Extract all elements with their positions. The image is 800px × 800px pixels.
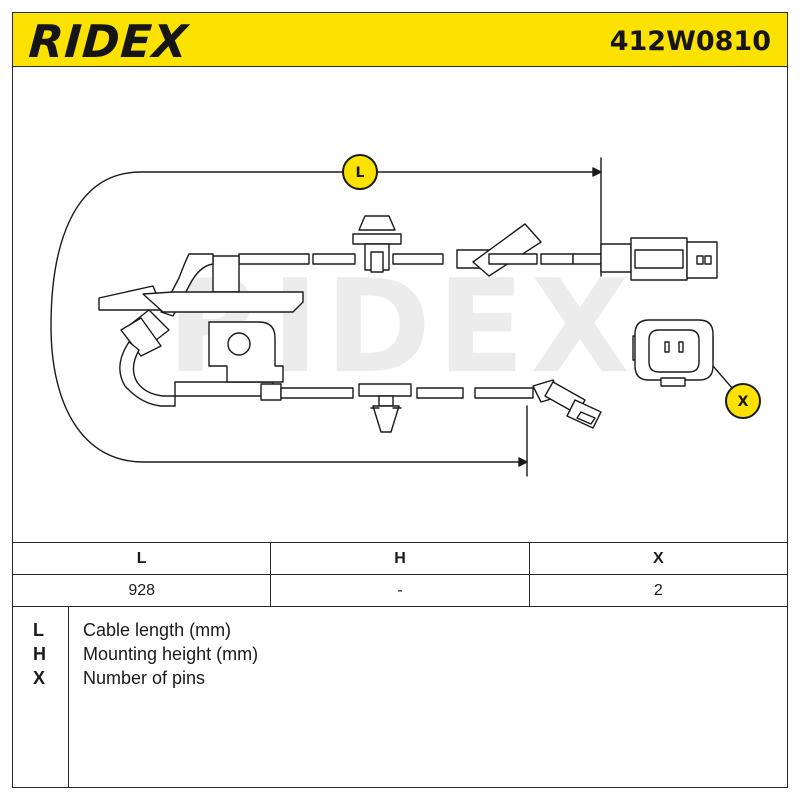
cable-segment	[312, 253, 356, 265]
sensor-head	[532, 379, 602, 429]
legend-item: H Mounting height (mm)	[13, 644, 787, 668]
arrowhead	[592, 167, 602, 177]
cable-segment	[174, 381, 274, 397]
sensor-bracket	[98, 253, 304, 357]
legend-item: X Number of pins	[13, 668, 787, 692]
cable-segment	[474, 387, 534, 399]
table-row: 928 - 2	[11, 574, 789, 607]
value-height: -	[270, 574, 530, 607]
part-number: 412W0810	[609, 26, 771, 57]
mounting-bracket	[208, 321, 284, 401]
cable-clip-upper	[352, 215, 402, 273]
connector-end-view	[632, 319, 714, 387]
table-header-h: H	[270, 542, 530, 575]
technical-drawing: RIDEX	[12, 66, 788, 543]
table-header-x: X	[528, 542, 789, 575]
cable-segment	[572, 253, 602, 265]
pins-x-badge: X	[725, 383, 761, 419]
cable-segment	[416, 387, 464, 399]
brand-logo: RIDEX	[27, 15, 191, 68]
legend-description: Mounting height (mm)	[83, 644, 259, 664]
legend-key: H	[33, 644, 46, 664]
value-pins: 2	[528, 574, 789, 607]
badge-l-label: L	[356, 165, 365, 181]
cable-segment	[238, 253, 310, 265]
badge-x-label: X	[738, 394, 749, 410]
cable-segment	[280, 387, 354, 399]
legend-key: X	[33, 668, 46, 688]
legend-key: L	[33, 620, 44, 640]
cable-segment	[392, 253, 444, 265]
dimensions-table: L H X 928 - 2	[11, 542, 789, 607]
table-header-l: L	[11, 542, 272, 575]
connector-main	[600, 237, 718, 281]
dimension-l-line	[50, 171, 602, 463]
arrowhead	[518, 457, 528, 467]
legend-item: L Cable length (mm)	[13, 620, 787, 644]
value-length: 928	[11, 574, 272, 607]
table-header-row: L H X	[11, 542, 789, 575]
cable-segment	[540, 253, 574, 265]
legend-divider	[68, 606, 69, 787]
header-bar: RIDEX 412W0810	[12, 12, 788, 68]
legend-description: Cable length (mm)	[83, 620, 232, 640]
cable-grommet	[456, 223, 542, 277]
cable-clip-lower	[358, 383, 412, 433]
dimension-l-badge: L	[342, 154, 378, 190]
sensor-cable-drawing: RIDEX	[50, 154, 761, 477]
legend-panel: L Cable length (mm) H Mounting height (m…	[12, 606, 788, 788]
legend-description: Number of pins	[83, 668, 206, 688]
